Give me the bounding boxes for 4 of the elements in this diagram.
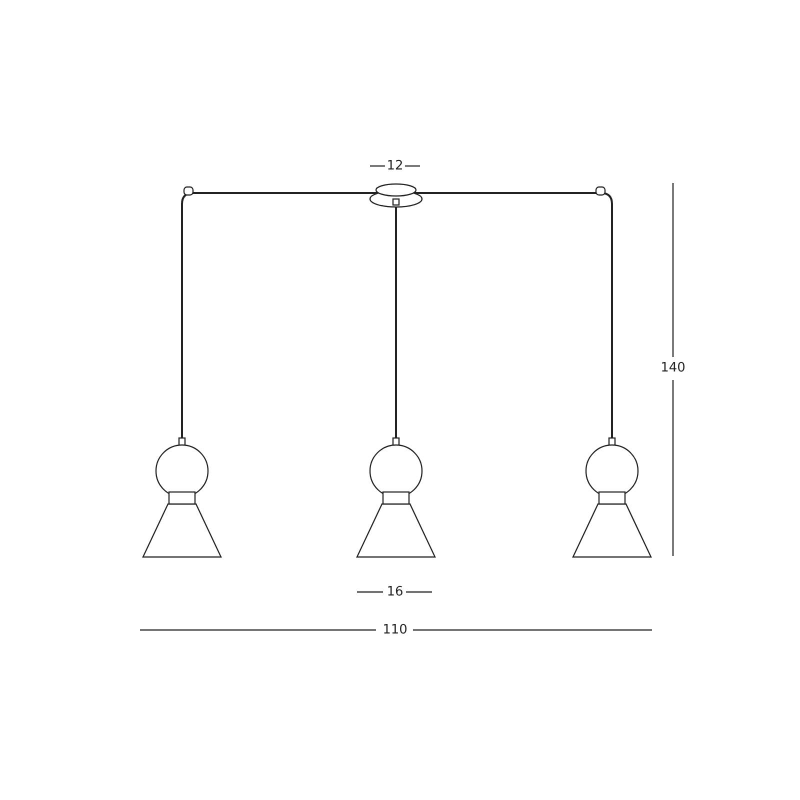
dimension-label: 12: [386, 160, 404, 172]
dimension-label: 140: [660, 362, 686, 374]
dimension-label: 110: [382, 624, 408, 636]
dimension-label: 16: [386, 586, 404, 598]
